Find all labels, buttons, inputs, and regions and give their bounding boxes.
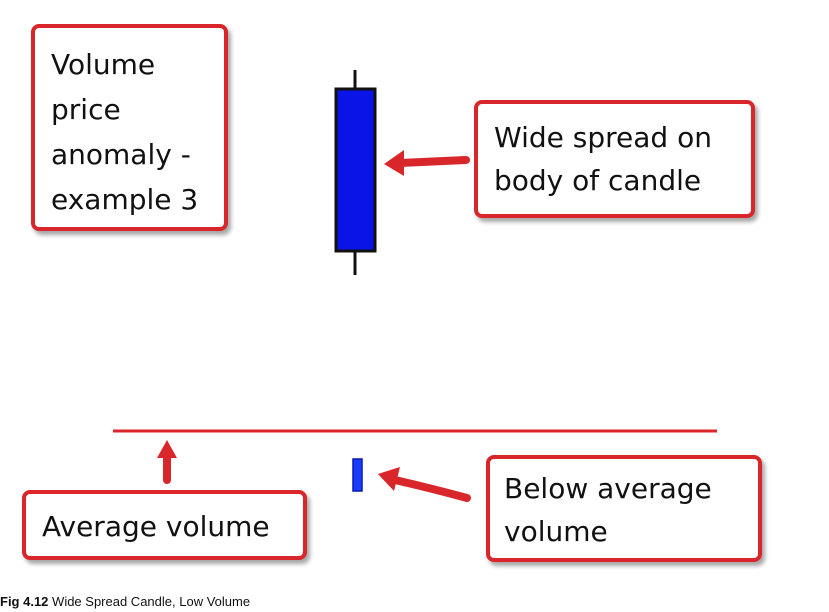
wide-spread-callout-text: Wide spread on body of candle [494, 121, 712, 197]
below-average-callout-box: Below average volume [486, 455, 762, 562]
average-volume-callout-box: Average volume [22, 490, 307, 560]
average-volume-callout-text: Average volume [42, 510, 270, 543]
arrow-to-candle-head-icon [384, 150, 404, 176]
arrow-to-candle-icon [396, 156, 470, 167]
candle-body [334, 87, 377, 253]
below-average-callout-text: Below average volume [504, 472, 712, 548]
wide-spread-callout-box: Wide spread on body of candle [474, 100, 755, 218]
figure-number: Fig 4.12 [0, 594, 49, 609]
title-callout-text: Volume price anomaly - example 3 [51, 48, 199, 216]
arrow-up-head-icon [157, 440, 177, 458]
figure-caption: Fig 4.12 Wide Spread Candle, Low Volume [0, 594, 250, 610]
figure-caption-text: Wide Spread Candle, Low Volume [52, 594, 251, 609]
arrow-to-volume-bar-head-icon [378, 467, 400, 491]
title-callout-box: Volume price anomaly - example 3 [31, 24, 228, 231]
arrow-to-volume-bar-icon [391, 476, 471, 502]
volume-bar [352, 458, 363, 492]
